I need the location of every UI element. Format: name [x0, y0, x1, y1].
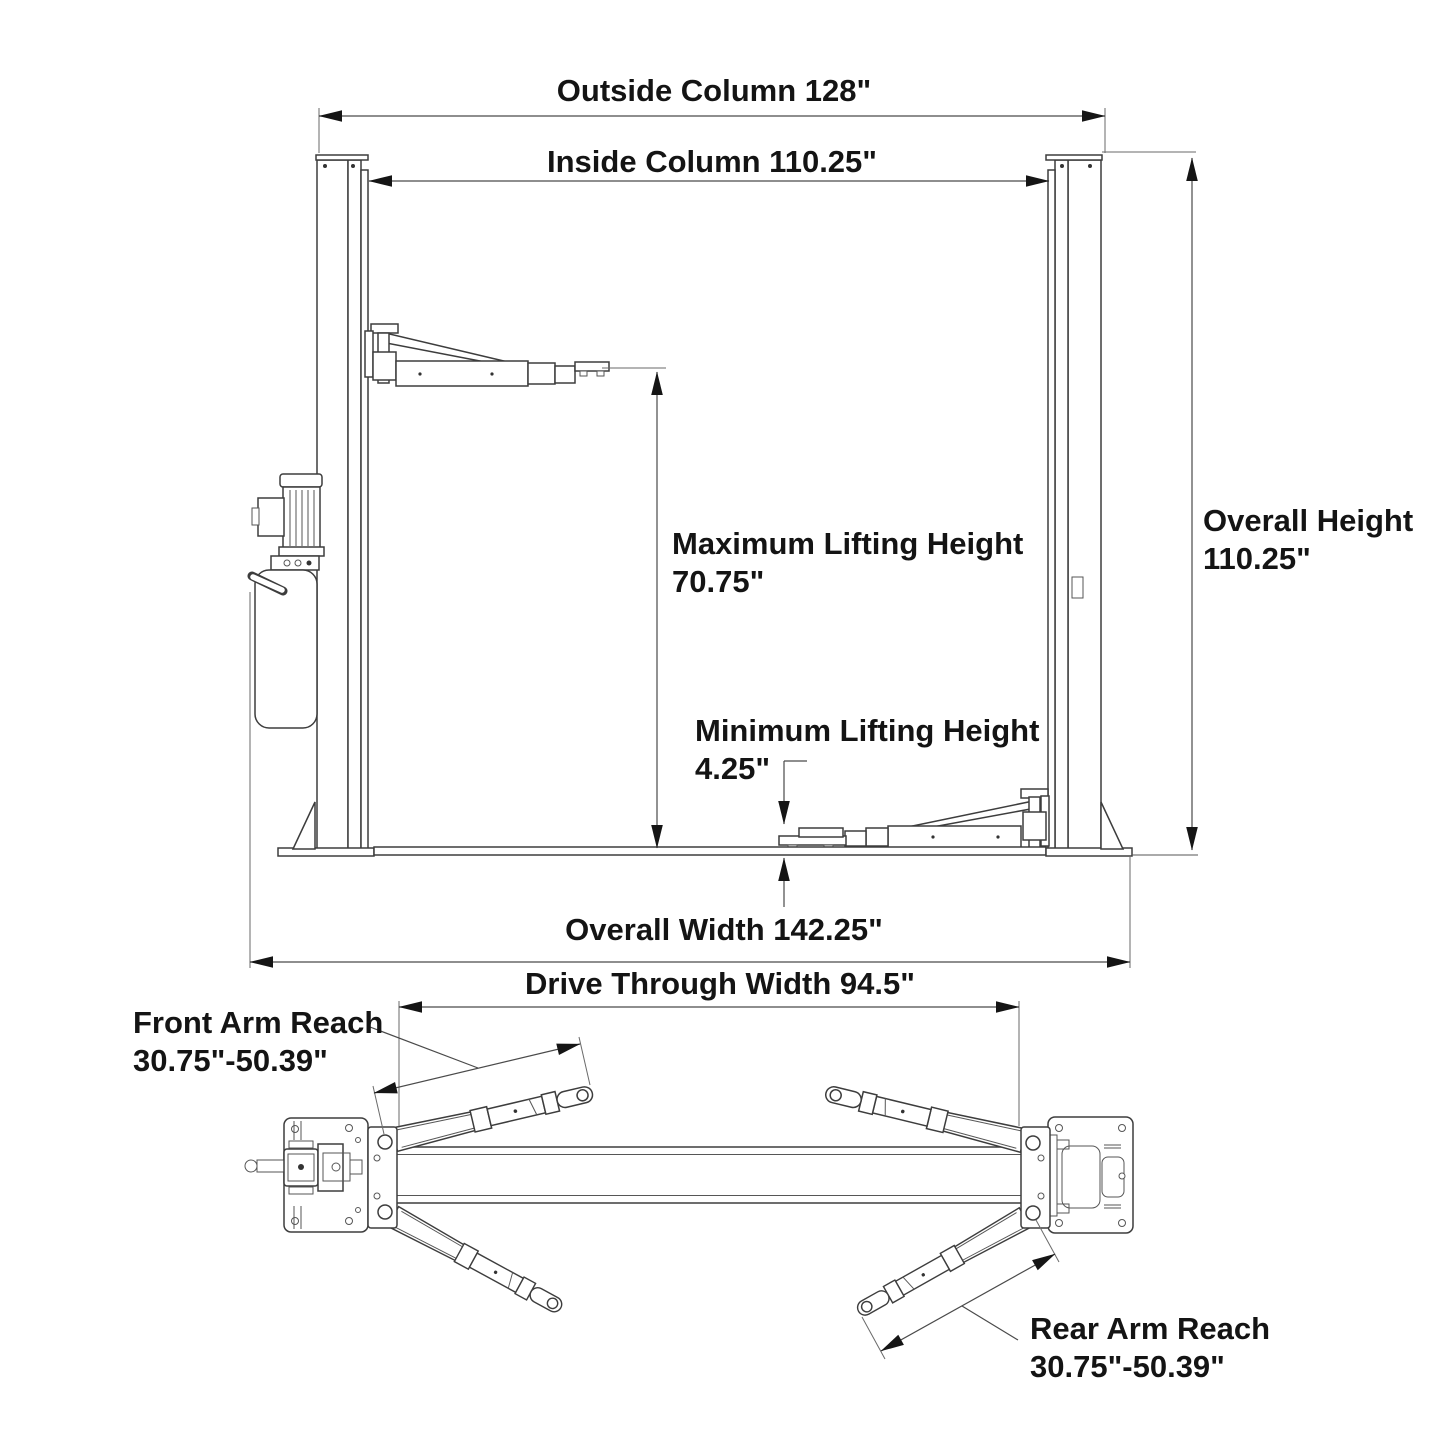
right-gusset [1100, 801, 1125, 850]
top-view: Drive Through Width 94.5" Front Arm Reac… [133, 966, 1270, 1384]
dim-max-lifting-height: Maximum Lifting Height 70.75" [602, 367, 1023, 849]
dim-min-lifting-height: Minimum Lifting Height 4.25" [695, 713, 1039, 907]
dim-overall-width-label: Overall Width 142.25" [565, 912, 883, 947]
dim-drive-through-width-label: Drive Through Width 94.5" [525, 966, 915, 1001]
right-column [1045, 154, 1103, 855]
dim-front-arm-reach-label: Front Arm Reach [133, 1005, 383, 1040]
front-left-arm [391, 1080, 596, 1153]
dim-inside-column: Inside Column 110.25" [368, 144, 1050, 187]
power-unit [247, 473, 325, 729]
front-right-arm [822, 1080, 1027, 1154]
right-baseplate [1045, 847, 1133, 857]
dim-max-lifting-height-label: Maximum Lifting Height [672, 526, 1023, 561]
right-post-base [1020, 1116, 1134, 1234]
dim-outside-column: Outside Column 128" [318, 73, 1106, 153]
dim-overall-width: Overall Width 142.25" [249, 592, 1131, 968]
control-box [257, 497, 285, 537]
motor-cap [279, 473, 323, 488]
lift-pad-raised [574, 361, 610, 372]
dim-overall-height-value: 110.25" [1203, 541, 1311, 576]
carriage-arm-raised [364, 323, 610, 387]
dim-rear-arm-reach-label: Rear Arm Reach [1030, 1311, 1270, 1346]
dim-rear-arm-reach: Rear Arm Reach 30.75"-50.39" [861, 1219, 1270, 1384]
dim-max-lifting-height-value: 70.75" [672, 564, 764, 599]
floor-baseplates [277, 801, 1198, 857]
dim-overall-height: Overall Height 110.25" [1102, 151, 1413, 851]
lift-pad-lowered [798, 827, 844, 838]
dim-overall-height-label: Overall Height [1203, 503, 1413, 538]
left-post-base [244, 1117, 398, 1233]
rear-right-arm [852, 1207, 1032, 1322]
dim-min-lifting-height-label: Minimum Lifting Height [695, 713, 1039, 748]
dim-drive-through-width: Drive Through Width 94.5" [398, 966, 1020, 1126]
left-column [315, 154, 369, 855]
rear-left-arm [387, 1205, 567, 1319]
floor-plate [373, 846, 1047, 856]
power-unit-top-view [244, 1140, 363, 1195]
lift-arm-lowered [887, 825, 1022, 849]
left-gusset [291, 801, 316, 850]
front-view: Outside Column 128" Inside Column 110.25… [247, 73, 1413, 968]
dim-rear-arm-reach-value: 30.75"-50.39" [1030, 1349, 1225, 1384]
base-beam [397, 1146, 1021, 1204]
dim-front-arm-reach-value: 30.75"-50.39" [133, 1043, 328, 1078]
hydraulic-tank [254, 569, 318, 729]
right-carriage-plate [1020, 1126, 1051, 1229]
dim-front-arm-reach: Front Arm Reach 30.75"-50.39" [133, 1005, 591, 1135]
column-lock-latch [1071, 576, 1084, 599]
carriage-arm-lowered [778, 788, 1050, 849]
dim-inside-column-label: Inside Column 110.25" [547, 144, 877, 179]
dim-min-lifting-height-value: 4.25" [695, 751, 770, 786]
lift-arm-raised [395, 360, 529, 387]
dim-outside-column-label: Outside Column 128" [557, 73, 871, 108]
